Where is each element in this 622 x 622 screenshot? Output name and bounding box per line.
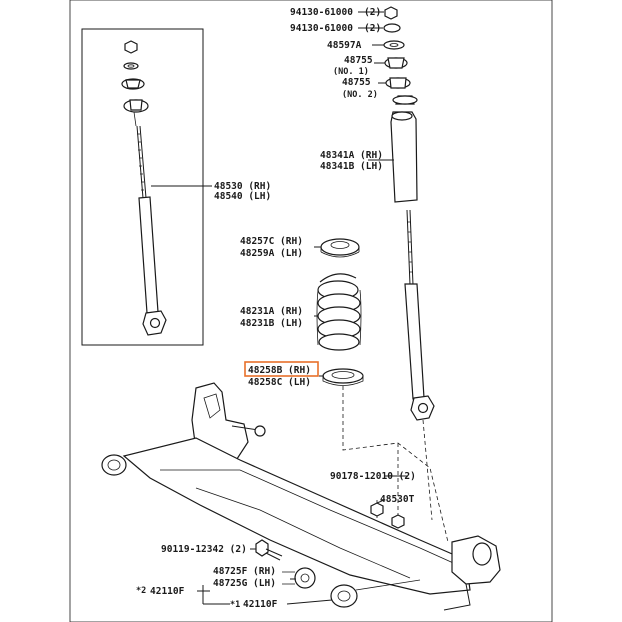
label-48231a: 48231A (RH) xyxy=(240,306,303,317)
label-48725f: 48725F (RH) xyxy=(213,566,276,577)
label-48259a: 48259A (LH) xyxy=(240,248,303,259)
nut-icon xyxy=(384,6,398,20)
label-48540: 48540 (LH) xyxy=(214,191,271,202)
shock-absorber-48530 xyxy=(136,125,167,336)
label-48530: 48530 (RH) xyxy=(214,181,271,192)
mark-a: *2 xyxy=(136,586,146,596)
small-nuts-90178 xyxy=(370,475,408,529)
label-48725g: 48725G (LH) xyxy=(213,578,276,589)
upper-spring-insulator xyxy=(314,238,360,258)
label-48755-2: 48755 xyxy=(342,77,371,88)
upper-mount-parts xyxy=(358,6,411,89)
mark-b: *1 xyxy=(230,600,240,610)
label-48755-1-note: (NO. 1) xyxy=(333,67,369,77)
label-48341a: 48341A (RH) xyxy=(320,150,383,161)
coil-spring xyxy=(314,273,362,351)
shock-absorber-assembly-box xyxy=(81,28,212,346)
label-94130-a-qty: (2) xyxy=(364,7,381,18)
label-48530t: 48530T xyxy=(380,494,415,505)
dust-boot-48341 xyxy=(390,111,418,203)
alignment-dash-line-2 xyxy=(422,419,433,521)
label-90119: 90119-12342 (2) xyxy=(161,544,247,555)
label-94130-a: 94130-61000 xyxy=(290,7,353,18)
label-48755-2-note: (NO. 2) xyxy=(342,90,378,100)
rear-axle-beam xyxy=(101,382,501,611)
diagram-frame xyxy=(69,0,553,622)
top-nut-stack xyxy=(121,40,149,127)
washer-icon xyxy=(383,23,401,33)
washer-48597a-icon xyxy=(383,40,405,50)
label-94130-b: 94130-61000 xyxy=(290,23,353,34)
label-48341b: 48341B (LH) xyxy=(320,161,383,172)
label-48258c: 48258C (LH) xyxy=(248,377,311,388)
label-48258b: 48258B (RH) xyxy=(248,365,311,376)
label-42110f-a: 42110F xyxy=(150,586,185,597)
label-48755-1: 48755 xyxy=(344,55,373,66)
label-94130-b-qty: (2) xyxy=(364,23,381,34)
label-48231b: 48231B (LH) xyxy=(240,318,303,329)
right-shock-absorber xyxy=(368,95,435,421)
label-90178: 90178-12010 (2) xyxy=(330,471,416,482)
bushing-48725 xyxy=(282,567,316,589)
label-42110f-b: 42110F xyxy=(243,599,278,610)
lower-spring-insulator xyxy=(319,368,364,386)
label-48257c: 48257C (RH) xyxy=(240,236,303,247)
bolt-90119 xyxy=(250,539,283,561)
highlight-box-48258b xyxy=(244,361,319,377)
label-48597a: 48597A xyxy=(327,40,362,51)
